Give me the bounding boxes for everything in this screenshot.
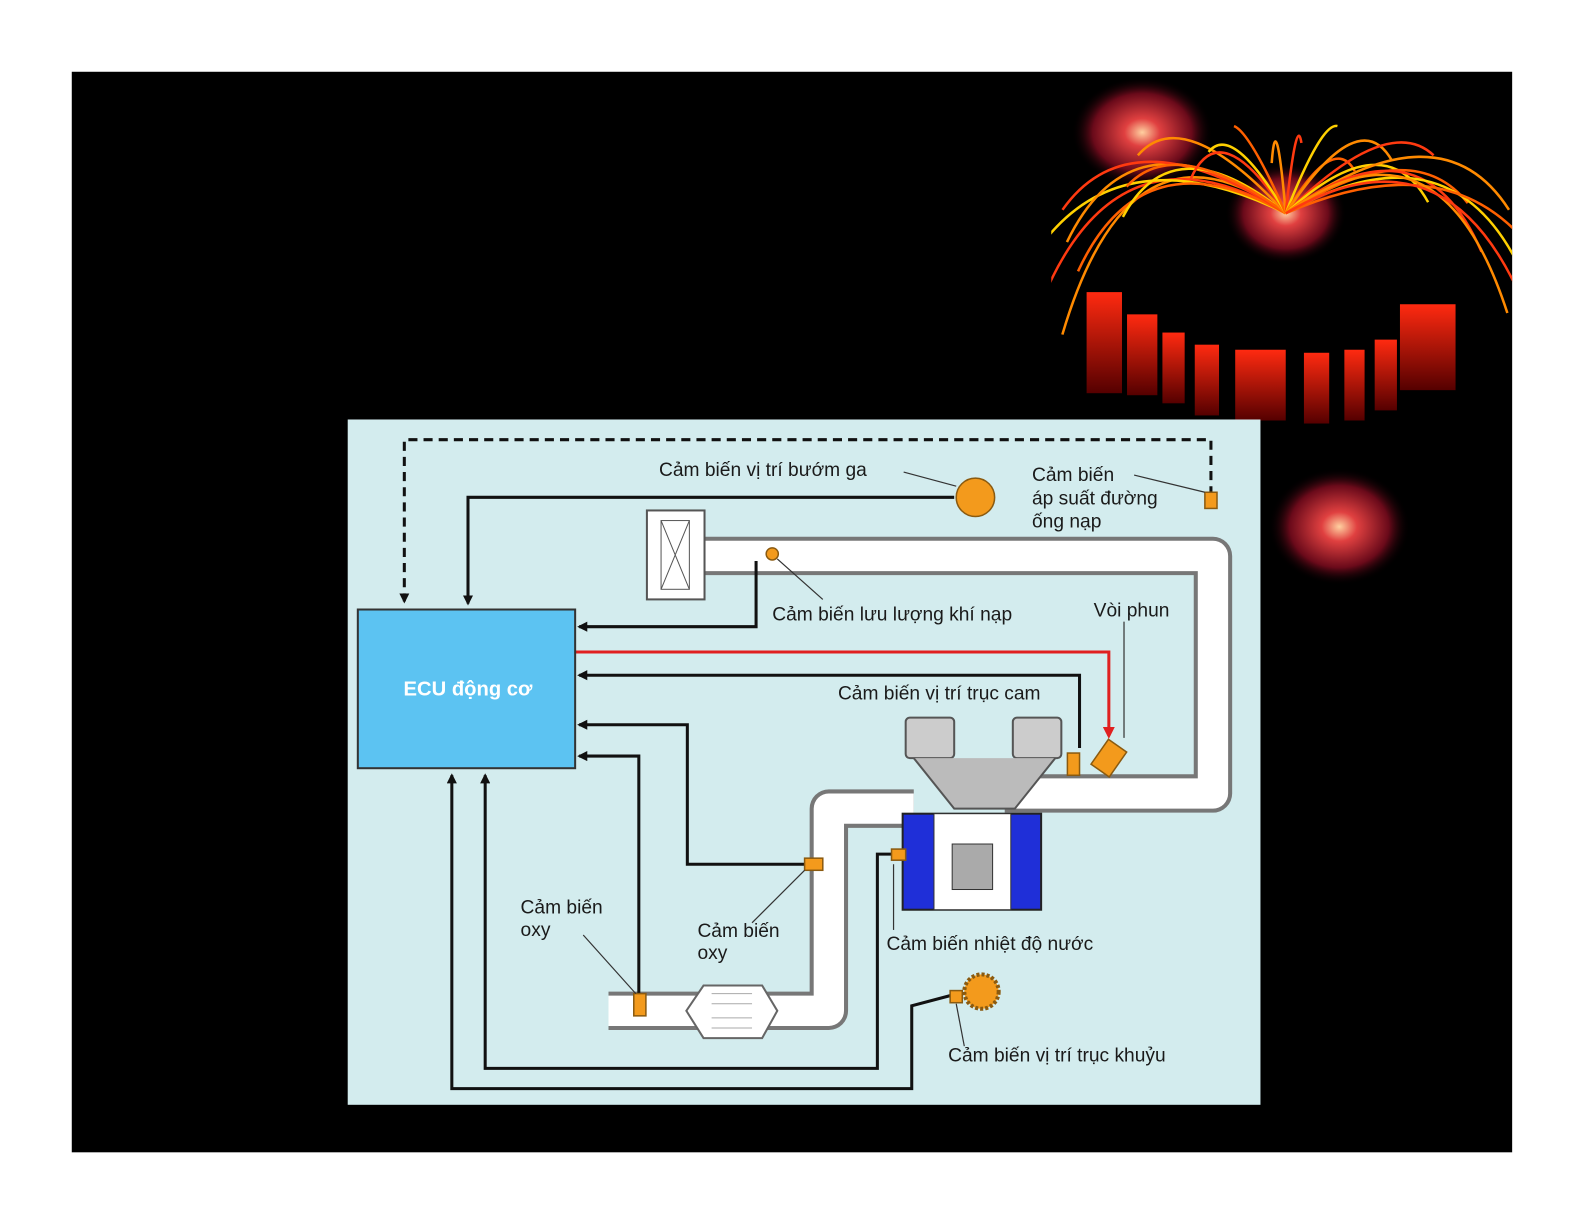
oxygen-sensor-2-label-line1: Cảm biến — [697, 921, 779, 942]
map-sensor-label-line2: áp suất đường — [1032, 488, 1158, 509]
firework-ray — [1285, 180, 1513, 283]
intake-manifold — [704, 536, 1233, 813]
firework-ray — [1285, 183, 1513, 230]
map-sensor-label-line3: ống nạp — [1032, 512, 1101, 533]
exhaust-pipe — [608, 789, 914, 1031]
crank-sensor-icon — [949, 989, 964, 1004]
glow-orb — [1268, 468, 1411, 586]
oxygen-sensor-2-icon — [803, 857, 824, 872]
injector-label: Vòi phun — [1094, 601, 1170, 622]
city-bars — [1086, 292, 1456, 424]
injector-icon — [1089, 738, 1128, 778]
crank-sensor-wire — [446, 773, 951, 1091]
firework-ray — [1076, 182, 1287, 272]
firework-rays — [1051, 124, 1513, 335]
water-temp-sensor-icon — [890, 848, 907, 861]
oxygen-sensor-1-label-line1: Cảm biến — [521, 898, 603, 919]
airflow-sensor-label: Cảm biến lưu lượng khí nạp — [772, 605, 1012, 626]
firework-ray — [1284, 139, 1394, 214]
oxygen-sensor-1-icon — [633, 992, 647, 1017]
ecu-label: ECU động cơ — [404, 678, 533, 700]
injector-signal-wire — [575, 650, 1115, 739]
firework-ray — [1284, 124, 1338, 214]
firework-ray — [1061, 160, 1287, 215]
airflow-sensor-icon — [765, 547, 780, 561]
firework-ray — [1284, 173, 1509, 314]
firework-ray — [1125, 163, 1287, 215]
cam-sensor-wire — [577, 670, 1082, 748]
firework-ray — [1284, 134, 1303, 214]
crank-gear-icon — [962, 972, 1001, 1011]
crank-sensor-label: Cảm biến vị trí trục khuỷu — [948, 1045, 1166, 1066]
firework-ray — [1189, 151, 1287, 214]
oxygen-sensor-1-wire — [577, 751, 641, 996]
water-temp-sensor-wire — [480, 773, 895, 1070]
airflow-sensor-wire — [577, 560, 758, 632]
ecu-box — [356, 608, 577, 770]
air-filter — [645, 509, 706, 601]
map-sensor-label-line1: Cảm biến — [1032, 465, 1114, 486]
engine — [901, 716, 1063, 911]
throttle-sensor-wire — [462, 495, 955, 606]
firework-ray — [1136, 136, 1287, 215]
ecu-system-diagram: ECU động cơ Cảm biến vị trí bướm ga Cảm … — [347, 419, 1261, 1105]
catalytic-converter — [685, 984, 779, 1040]
firework-ray — [1284, 141, 1435, 215]
throttle-sensor-label: Cảm biến vị trí bướm ga — [659, 460, 867, 481]
water-temp-sensor-label: Cảm biến nhiệt độ nước — [886, 934, 1093, 955]
oxygen-sensor-2-wire — [577, 719, 809, 866]
map-sensor-wire — [399, 438, 1213, 604]
firework-ray — [1207, 143, 1287, 214]
firework-ray — [1270, 140, 1287, 214]
map-sensor-icon — [1204, 491, 1218, 510]
oxygen-sensor-1-label-line2: oxy — [521, 920, 551, 941]
sensors — [633, 477, 1218, 1017]
oxygen-sensor-2-label-line2: oxy — [697, 943, 727, 964]
fireworks-decoration — [1051, 76, 1513, 586]
glow-orb — [1071, 76, 1213, 189]
firework-ray — [1233, 124, 1287, 214]
throttle-sensor-icon — [955, 477, 996, 518]
cam-sensor-label: Cảm biến vị trí trục cam — [838, 683, 1041, 704]
cam-sensor-icon — [1066, 752, 1081, 777]
